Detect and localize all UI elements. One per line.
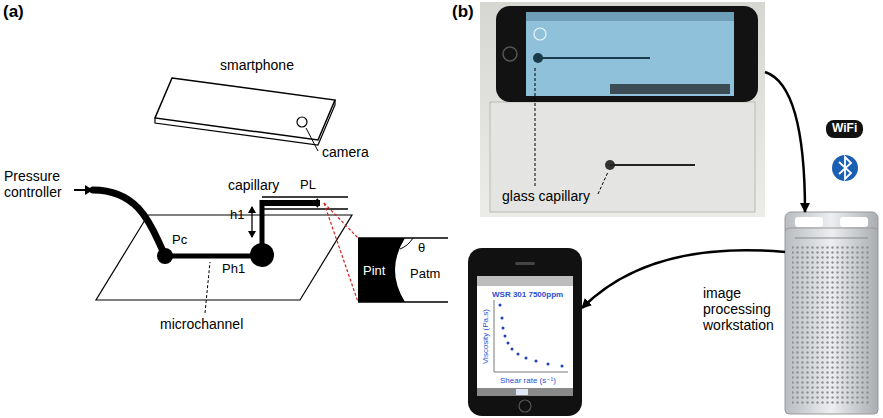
part-label: Pressure controller (4, 168, 74, 200)
pressure-tube (74, 185, 162, 249)
meniscus-inset (324, 203, 448, 302)
microchannel-sketch (157, 243, 274, 313)
bluetooth-icon (832, 155, 858, 181)
workstation-tower (785, 212, 878, 414)
flow-arrow (765, 72, 805, 212)
workstation: image processing workstation (785, 212, 878, 416)
pressure-label: Ph1 (222, 262, 245, 277)
capillary-sketch (252, 197, 348, 244)
flow-arrow (582, 250, 785, 308)
chart-title: WSR 301 7500ppm (492, 290, 563, 299)
pressure-label: Pint (363, 264, 385, 279)
callout-label: glass capillary (500, 188, 592, 204)
chip-plane (96, 215, 352, 300)
angle-label: θ (418, 241, 425, 256)
pressure-label: PL (300, 178, 316, 193)
panel-letter: (b) (452, 2, 474, 22)
phone-app (468, 248, 582, 416)
part-label: camera (322, 144, 369, 160)
axis-label: Shear rate (s⁻¹) (500, 376, 556, 385)
photo-panel: glass capillary (480, 2, 765, 217)
pressure-label: Pc (172, 233, 187, 248)
axis-label: Viscosity (Pa.s) (480, 309, 489, 364)
wifi-icon: WiFi (826, 120, 863, 138)
phone-app-screen: WSR 301 7500ppmViscosity (Pa.s) Shear rat… (468, 248, 582, 416)
setup-photo (480, 2, 765, 217)
panel-letter: (a) (3, 2, 24, 22)
dimension-label: h1 (230, 208, 244, 223)
part-label: microchannel (160, 316, 243, 332)
smartphone-sketch (155, 78, 335, 151)
node-label: image processing workstation (703, 285, 783, 333)
part-label: capillary (228, 177, 279, 193)
part-label: smartphone (220, 57, 294, 73)
pressure-label: Patm (410, 267, 440, 282)
